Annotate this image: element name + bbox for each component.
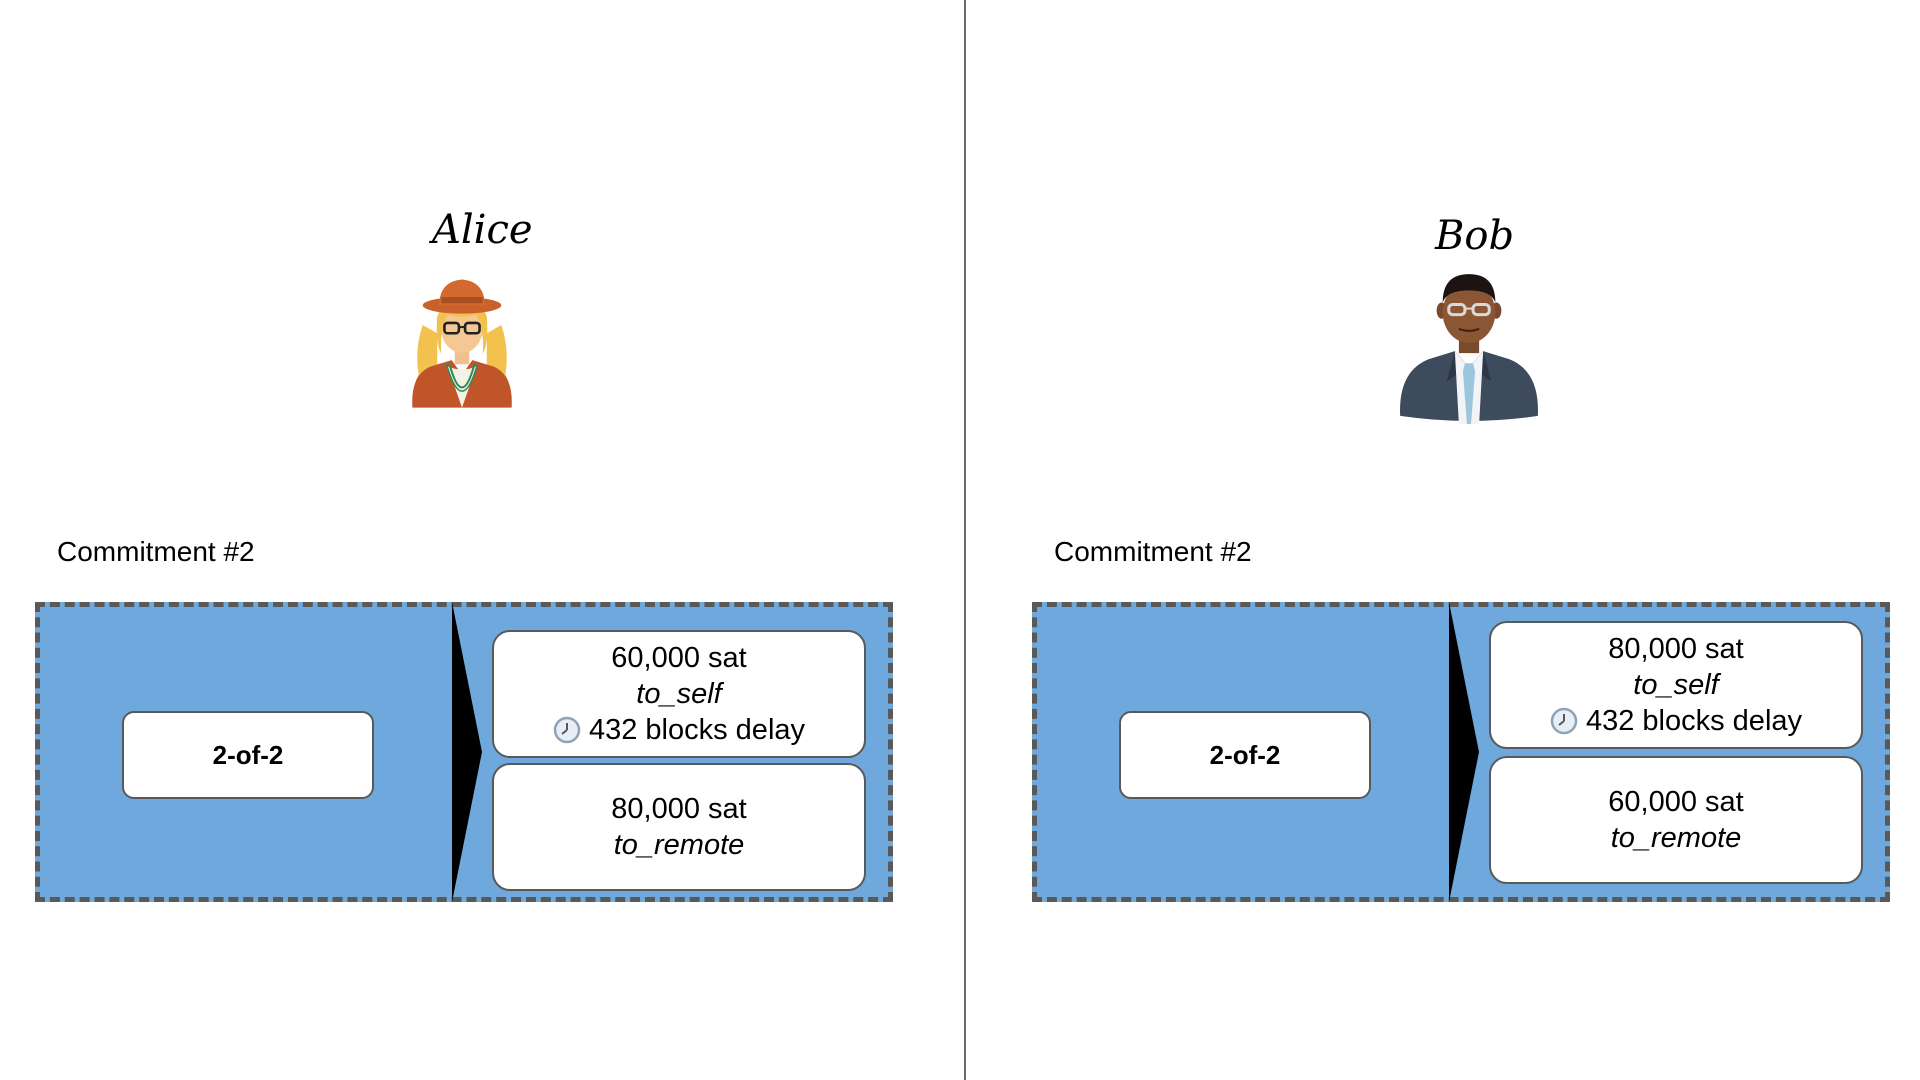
multisig-input: 2-of-2 <box>122 711 374 799</box>
bob-panel: Bob Commitment #2 2-of-2 80,000 sa <box>998 0 1920 1080</box>
bob-avatar <box>1400 274 1538 424</box>
party-name-alice: Alice <box>432 207 533 253</box>
clock-icon <box>1550 707 1578 735</box>
clock-icon <box>553 716 581 744</box>
commitment-title: Commitment #2 <box>1054 536 1252 567</box>
party-name-bob: Bob <box>1435 213 1515 259</box>
alice-avatar <box>412 279 512 408</box>
commitment-transaction: 2-of-2 80,000 sat to_self 432 blocks del… <box>1032 602 1890 902</box>
delay-text: 432 blocks delay <box>588 714 806 746</box>
multisig-input: 2-of-2 <box>1119 711 1371 799</box>
output-amount: 80,000 sat <box>611 793 747 825</box>
output-role: to_self <box>636 678 722 710</box>
arrow-icon <box>452 602 482 902</box>
output-to-remote: 80,000 sat to_remote <box>492 763 866 891</box>
output-to-self: 60,000 sat to_self 432 blocks delay <box>492 630 866 758</box>
output-to-remote: 60,000 sat to_remote <box>1489 756 1863 884</box>
output-amount: 80,000 sat <box>1608 633 1744 665</box>
output-amount: 60,000 sat <box>611 642 747 674</box>
output-to-self: 80,000 sat to_self 432 blocks delay <box>1489 621 1863 749</box>
commitment-transaction: 2-of-2 60,000 sat to_self 432 blocks del… <box>35 602 893 902</box>
commitment-title: Commitment #2 <box>57 536 255 567</box>
output-role: to_remote <box>613 829 745 861</box>
delay-line: 432 blocks delay <box>553 712 805 748</box>
delay-line: 432 blocks delay <box>1550 703 1802 739</box>
delay-text: 432 blocks delay <box>1585 705 1803 737</box>
output-role: to_self <box>1633 669 1719 701</box>
output-role: to_remote <box>1610 822 1742 854</box>
alice-panel: Alice Commitment #2 2-of-2 60,000 <box>35 207 893 902</box>
arrow-icon <box>1449 602 1479 902</box>
output-amount: 60,000 sat <box>1608 786 1744 818</box>
party-divider <box>964 0 966 1080</box>
